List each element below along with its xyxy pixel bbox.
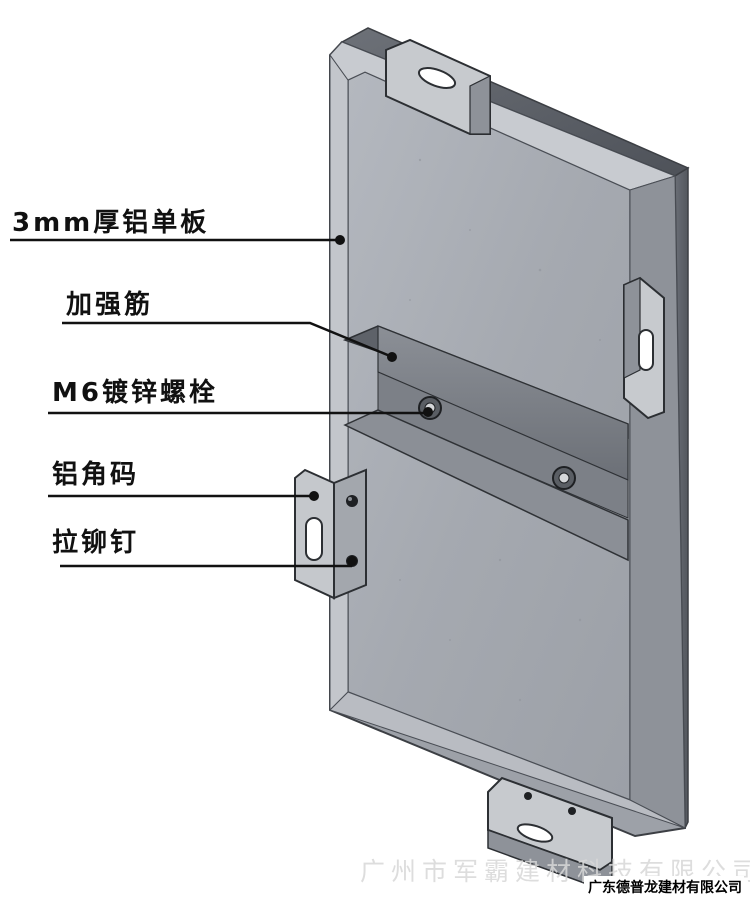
panel-inner-left-wall xyxy=(329,53,349,712)
panel-inner-bottom-wall xyxy=(329,691,686,829)
top-angle-bracket xyxy=(385,38,491,135)
leader-stiffener xyxy=(62,321,391,358)
stiffener-rib xyxy=(342,325,629,562)
leader-lines xyxy=(10,235,433,568)
company-name: 广东德普龙建材有限公司 xyxy=(584,876,744,898)
bolt-lower xyxy=(552,466,576,490)
label-rivet: 拉铆钉 xyxy=(52,528,140,558)
right-angle-bracket xyxy=(623,276,665,420)
panel-inner-right-wall xyxy=(629,175,686,829)
panel-texture xyxy=(399,158,601,702)
label-stiffener: 加强筋 xyxy=(66,290,154,320)
rivet-upper xyxy=(346,495,358,507)
left-angle-bracket xyxy=(294,468,367,600)
label-panel: 3mm厚铝单板 xyxy=(12,208,210,238)
label-bolt: M6镀锌螺栓 xyxy=(52,378,218,408)
label-angle-bracket: 铝角码 xyxy=(52,460,140,490)
rib-bottom-flange xyxy=(343,409,629,562)
bottom-angle-bracket xyxy=(487,776,613,889)
